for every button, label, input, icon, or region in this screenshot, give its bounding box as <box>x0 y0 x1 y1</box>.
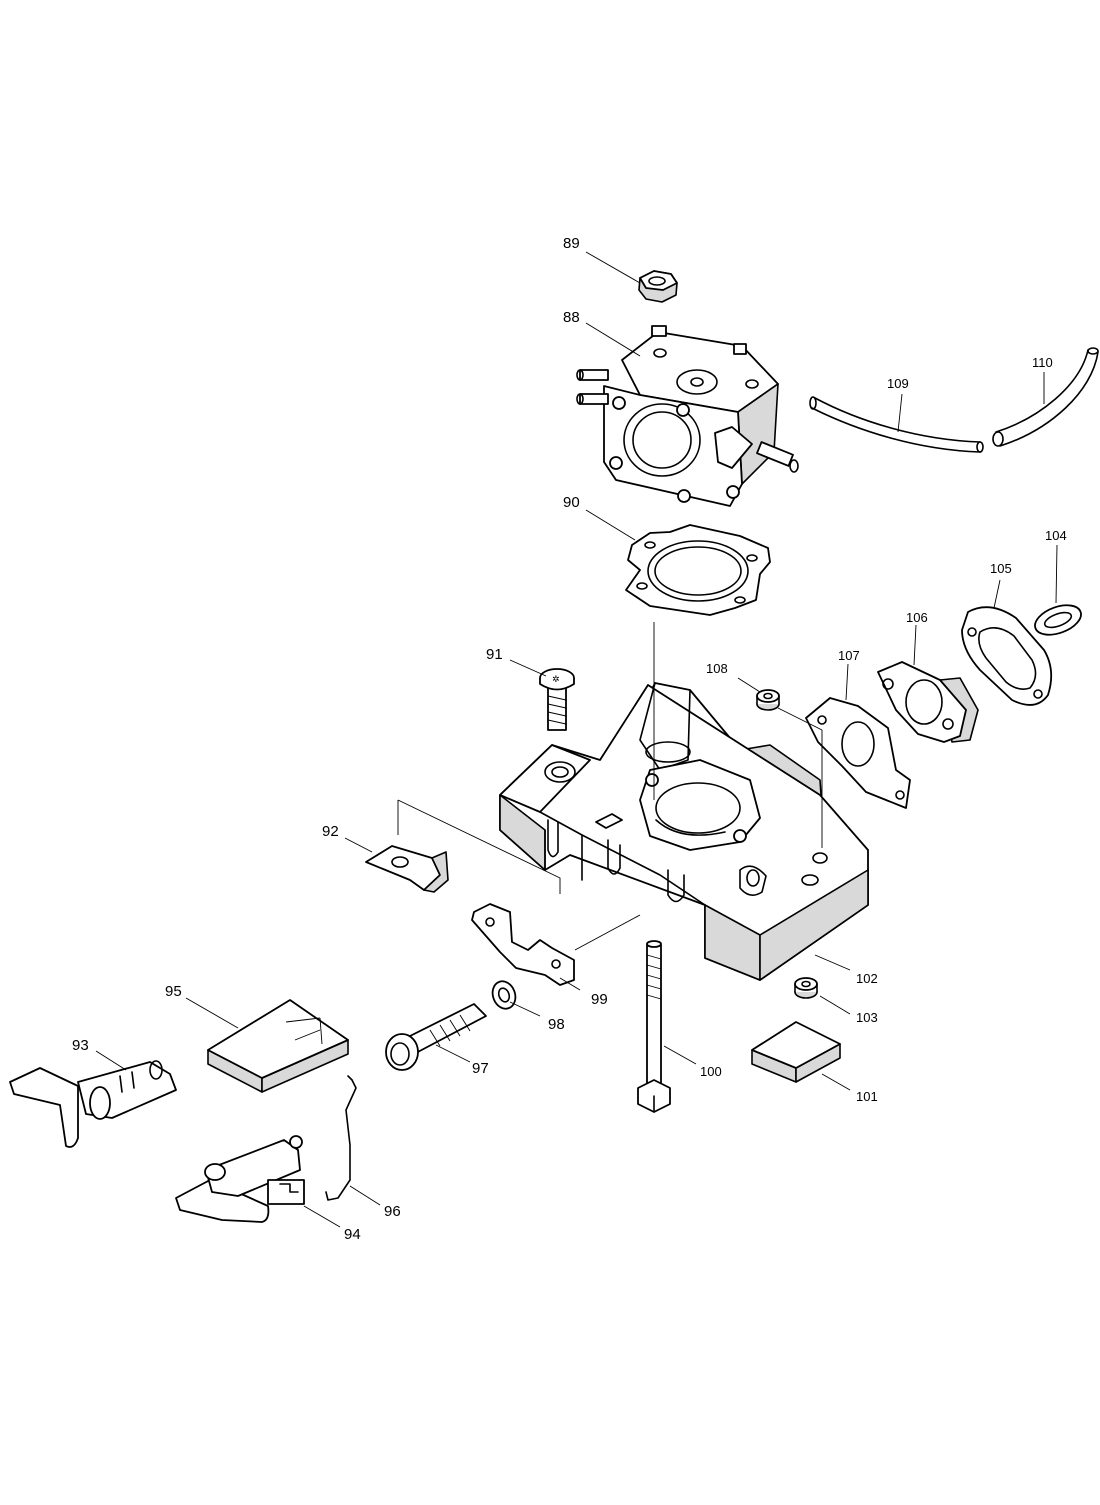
part-92-bracket <box>365 845 449 893</box>
part-89-nut <box>638 270 678 303</box>
callout-92: 92 <box>322 823 339 840</box>
part-98-washer <box>491 980 517 1010</box>
part-105-gasket <box>961 606 1053 706</box>
callout-106: 106 <box>906 610 928 625</box>
callout-labels: 89 88 109 110 90 104 105 106 91 107 108 … <box>72 235 1067 1243</box>
callout-91: 91 <box>486 646 503 663</box>
callout-94: 94 <box>344 1226 361 1243</box>
callout-103: 103 <box>856 1010 878 1025</box>
callout-95: 95 <box>165 983 182 1000</box>
callout-89: 89 <box>563 235 580 252</box>
callout-90: 90 <box>563 494 580 511</box>
callout-107: 107 <box>838 648 860 663</box>
part-91-screw: ✲ <box>539 668 575 731</box>
callout-102: 102 <box>856 971 878 986</box>
leader-lines <box>95 251 1058 1228</box>
part-100-bolt <box>637 940 671 1113</box>
part-90-gasket <box>625 524 771 616</box>
callout-97: 97 <box>472 1060 489 1077</box>
part-107-gasket <box>805 697 911 809</box>
part-108-grommet <box>756 689 780 711</box>
part-102-carburetor-base <box>499 682 869 981</box>
part-88-carburetor <box>576 325 799 507</box>
part-110-hose <box>992 347 1099 447</box>
callout-100: 100 <box>700 1064 722 1079</box>
part-95-sponge <box>207 999 349 1093</box>
callout-104: 104 <box>1045 528 1067 543</box>
svg-text:✲: ✲ <box>552 674 560 684</box>
callout-99: 99 <box>591 991 608 1008</box>
part-104-washer <box>1034 604 1082 636</box>
part-97-screw <box>385 1003 487 1071</box>
part-103-grommet <box>794 977 818 999</box>
callout-101: 101 <box>856 1089 878 1104</box>
callout-98: 98 <box>548 1016 565 1033</box>
part-94-lever <box>175 1135 305 1223</box>
part-93-lever <box>9 1060 177 1148</box>
callout-88: 88 <box>563 309 580 326</box>
callout-96: 96 <box>384 1203 401 1220</box>
part-99-plate <box>471 903 575 986</box>
part-106-insulator <box>877 661 979 743</box>
part-101-pad <box>751 1021 841 1083</box>
assembly-lines <box>397 622 823 951</box>
callout-110: 110 <box>1032 355 1053 370</box>
callout-108: 108 <box>706 661 728 676</box>
callout-109: 109 <box>887 376 909 391</box>
callout-93: 93 <box>72 1037 89 1054</box>
part-109-fuel-hose <box>809 396 984 453</box>
callout-105: 105 <box>990 561 1012 576</box>
part-96-spring-rod <box>325 1075 357 1201</box>
